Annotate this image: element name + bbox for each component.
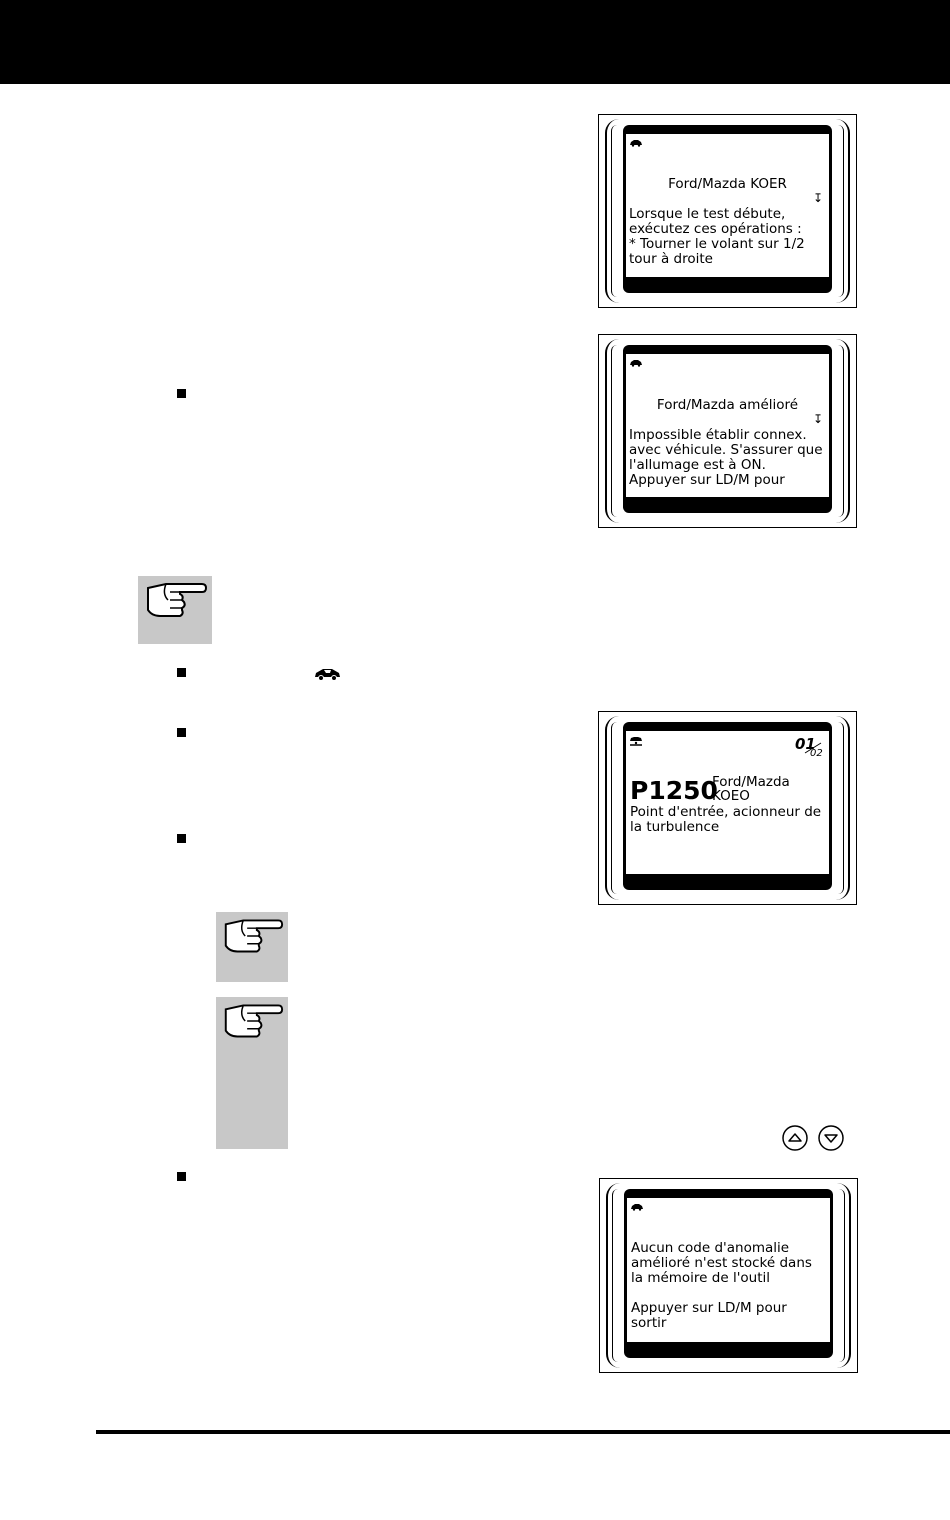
bezel-right [830,716,850,900]
down-button-icon [818,1125,844,1151]
up-button-icon [782,1125,808,1151]
note-box [216,912,288,982]
lcd-screen: Aucun code d'anomalie amélioré n'est sto… [624,1189,833,1358]
bezel-left [605,119,625,303]
device-screen-nocode: Aucun code d'anomalie amélioré n'est sto… [599,1178,858,1373]
enhanced-car-icon [630,737,642,746]
lcd-display: Ford/Mazda KOER ↧ Lorsque le test débute… [626,134,829,277]
bezel-right [831,1183,851,1368]
page-counter: 01 02 [795,735,825,761]
screen-title: Ford/Mazda amélioré [656,397,799,413]
bullet [177,389,186,398]
trouble-code: P1250 [630,776,718,805]
bullet [177,728,186,737]
bullet [177,1172,186,1181]
footer-rule [96,1430,950,1434]
page-divider [804,742,822,754]
screen-body: Impossible établir connex. avec véhicule… [629,427,823,488]
bullet [177,668,186,677]
page-current: 01 [795,735,816,753]
note-box [216,997,288,1149]
bezel-left [606,1183,626,1368]
code-mode: KOEO [712,788,750,804]
screen-body: Lorsque le test débute, exécutez ces opé… [629,206,805,267]
pointing-hand-icon [224,1004,284,1038]
pointing-hand-icon [224,919,284,953]
down-arrow-icon: ↧ [812,412,823,426]
lcd-screen: 01 02 P1250 Ford/Mazda KOEO Point d'entr… [623,722,832,890]
lcd-display: 01 02 P1250 Ford/Mazda KOEO Point d'entr… [626,731,829,874]
bezel-left [605,716,625,900]
lcd-display: Aucun code d'anomalie amélioré n'est sto… [627,1198,830,1342]
car-icon [630,140,642,147]
page-header-bar [0,0,950,84]
screen-body: Aucun code d'anomalie amélioré n'est sto… [631,1240,812,1331]
car-icon [631,1204,643,1211]
device-screen-code: 01 02 P1250 Ford/Mazda KOEO Point d'entr… [598,711,857,905]
lcd-screen: Ford/Mazda amélioré ↧ Impossible établir… [623,345,832,513]
code-description: Point d'entrée, acionneur de la turbulen… [630,804,822,835]
down-arrow-icon: ↧ [812,191,823,205]
car-icon [315,669,340,681]
bezel-right [830,339,850,523]
device-screen-koer: Ford/Mazda KOER ↧ Lorsque le test débute… [598,114,857,308]
car-icon [630,360,642,367]
pointing-hand-icon [147,583,208,617]
lcd-display: Ford/Mazda amélioré ↧ Impossible établir… [626,354,829,497]
screen-title: Ford/Mazda KOER [668,176,787,192]
page-total: 02 [810,748,823,759]
bullet [177,834,186,843]
bezel-left [605,339,625,523]
code-make: Ford/Mazda [712,774,790,790]
bezel-right [830,119,850,303]
device-screen-enhanced: Ford/Mazda amélioré ↧ Impossible établir… [598,334,857,528]
lcd-screen: Ford/Mazda KOER ↧ Lorsque le test débute… [623,125,832,293]
note-box [138,576,212,644]
